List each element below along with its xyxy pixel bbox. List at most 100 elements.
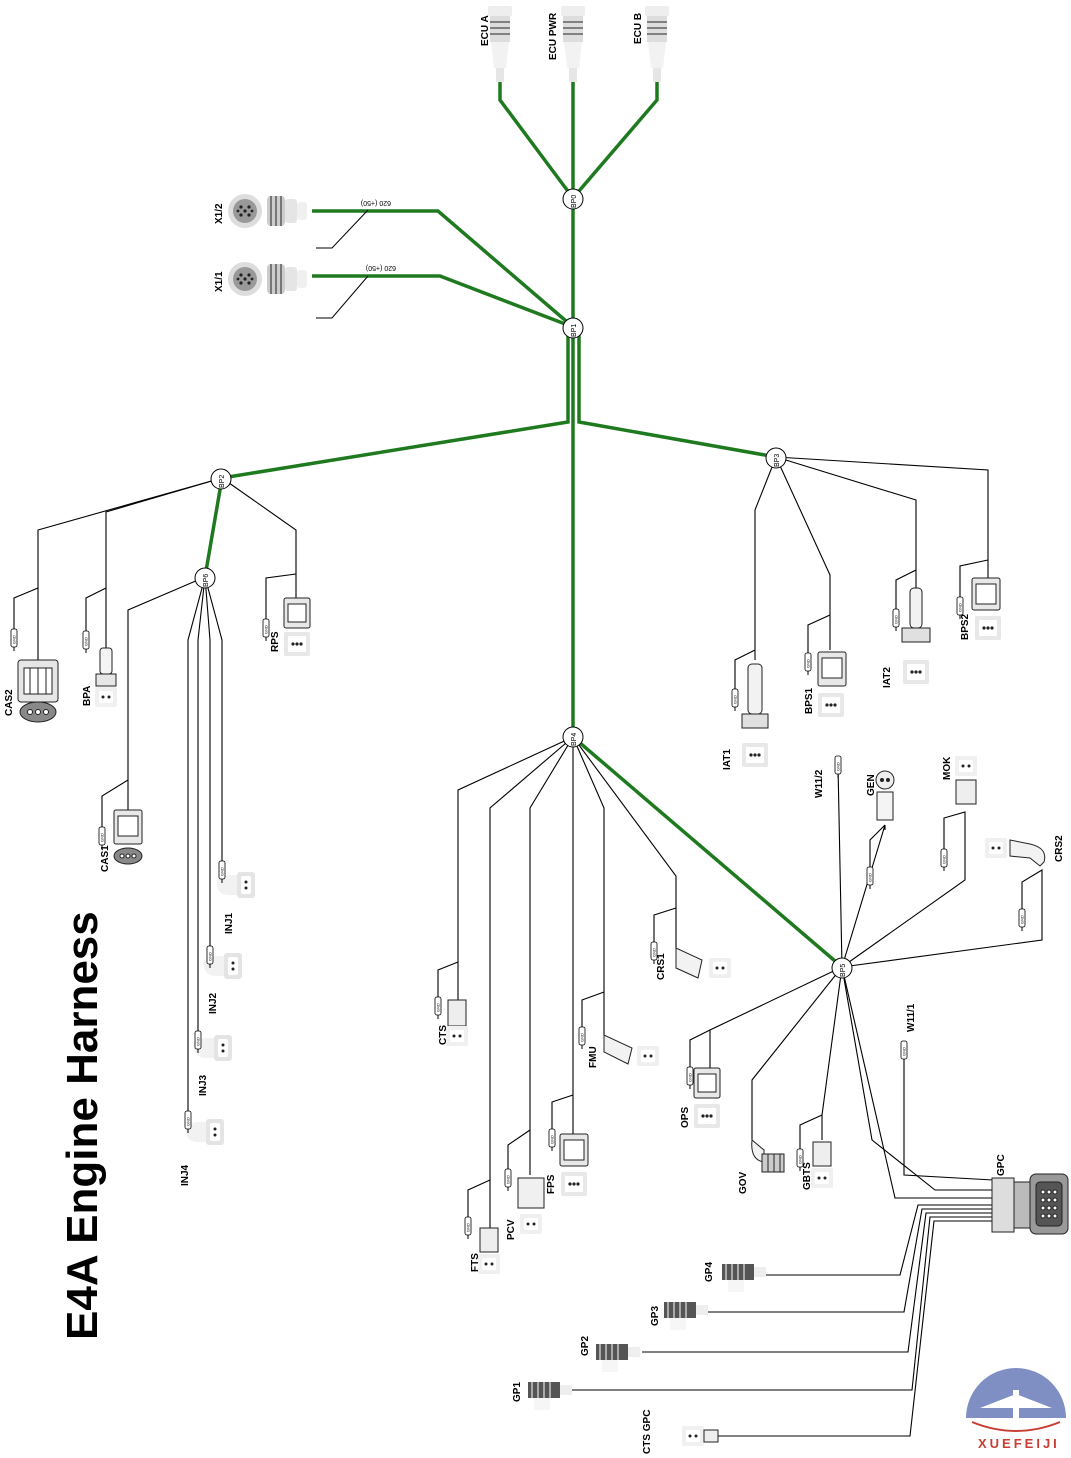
main-trunk: [203, 80, 844, 969]
gp3-connector: GP3: [650, 1301, 709, 1331]
ground-tag-label: GND: [186, 1117, 191, 1126]
ecu-b-connector: ECU B: [633, 5, 670, 83]
x1-1-label: X1/1: [214, 271, 225, 292]
gp3-label: GP3: [650, 1306, 661, 1326]
gp1-connector: GP1: [512, 1381, 573, 1411]
ground-tag-label: GND: [958, 603, 963, 612]
ground-tag-label: GND: [196, 1037, 201, 1046]
crs1-label: CRS1: [656, 953, 667, 980]
ground-tag-label: GND: [84, 637, 89, 646]
ground-tag-label: GND: [1020, 915, 1025, 924]
ground-tag-label: GND: [506, 1175, 511, 1184]
fts-connector: FTS: [470, 1227, 500, 1274]
rps-label: RPS: [270, 631, 281, 652]
ecu-pwr-label: ECU PWR: [548, 12, 559, 60]
inj4-label: INJ4: [180, 1164, 191, 1186]
cts-gpc-label: CTS GPC: [642, 1410, 653, 1454]
ecu-a-label: ECU A: [480, 15, 491, 46]
ground-tag-label: GND: [466, 1223, 471, 1232]
pcv-connector: PCV: [506, 1177, 545, 1240]
gbts-connector: GBTS: [802, 1141, 833, 1190]
ground-tag-label: GND: [100, 833, 105, 842]
x1-2-wire-label: 620 (+50): [361, 199, 391, 206]
bp1-label: BP1: [571, 324, 578, 337]
gp1-label: GP1: [512, 1382, 523, 1402]
ground-tag-label: GND: [894, 615, 899, 624]
branch-point-bp4: BP4: [562, 726, 584, 748]
pcv-label: PCV: [506, 1219, 517, 1240]
ops-connector: OPS: [680, 1067, 721, 1128]
bpa-label: BPA: [82, 686, 93, 706]
gpc-label: GPC: [996, 1154, 1007, 1176]
ground-tag-label: GND: [902, 1047, 907, 1056]
ground-tag-label: GND: [220, 867, 225, 876]
mok-label: MOK: [942, 756, 953, 780]
inj3-connector: INJ3: [193, 1035, 232, 1096]
ground-tag-label: GND: [836, 762, 841, 771]
bp5-label: BP5: [840, 964, 847, 977]
cas2-connector: CAS2: [4, 659, 59, 723]
crs1-connector: CRS1: [656, 947, 731, 980]
w11-1-connector: W11/1: [906, 1003, 917, 1032]
inj4-connector: INJ4: [180, 1119, 224, 1186]
crs2-label: CRS2: [1054, 835, 1065, 862]
ground-tag-label: GND: [688, 1073, 693, 1082]
cas2-label: CAS2: [4, 689, 15, 716]
gov-connector: GOV: [738, 1139, 785, 1194]
bps1-label: BPS1: [804, 687, 815, 714]
branch-point-bp5: BP5: [831, 957, 853, 979]
inj1-label: INJ1: [224, 912, 235, 934]
x1-2-label: X1/2: [214, 203, 225, 224]
rps-connector: RPS: [270, 597, 311, 656]
gov-label: GOV: [738, 1171, 749, 1194]
fts-label: FTS: [470, 1253, 481, 1272]
ground-tag-label: GND: [806, 659, 811, 668]
gpc-connector: GPC: [991, 1154, 1069, 1235]
ground-tag-label: GND: [580, 1033, 585, 1042]
ground-tag-label: GND: [436, 1003, 441, 1012]
inj2-label: INJ2: [208, 992, 219, 1014]
x1-2-connector: X1/2 620 (+50): [214, 193, 391, 229]
cas1-label: CAS1: [100, 845, 111, 872]
cts-label: CTS: [438, 1025, 449, 1045]
iat2-label: IAT2: [882, 667, 893, 688]
bp3-label: BP3: [774, 454, 781, 467]
ground-tag-label: GND: [868, 873, 873, 882]
gp2-connector: GP2: [580, 1336, 641, 1373]
x1-1-wire-label: 620 (+50): [366, 264, 396, 271]
gp4-label: GP4: [704, 1262, 715, 1282]
bps2-connector: BPS2: [960, 577, 1001, 640]
inj2-connector: INJ2: [203, 953, 242, 1014]
ecu-pwr-connector: ECU PWR: [548, 5, 586, 83]
crs2-connector: CRS2: [985, 835, 1065, 867]
ground-tag-label: GND: [264, 625, 269, 634]
gp4-connector: GP4: [704, 1262, 767, 1293]
ground-tag-label: GND: [798, 1155, 803, 1164]
mok-connector: MOK: [942, 756, 977, 805]
signal-wires: [13, 209, 1043, 1437]
bp2-label: BP2: [219, 475, 226, 488]
ground-tag-label: GND: [12, 635, 17, 644]
bp0-label: BP0: [571, 195, 578, 208]
fps-label: FPS: [546, 1174, 557, 1194]
fmu-connector: FMU: [588, 1034, 659, 1068]
branch-point-bp0: BP0: [562, 188, 584, 210]
cas1-connector: CAS1: [100, 809, 143, 872]
bp6-label: BP6: [203, 574, 210, 587]
branch-point-bp3: BP3: [765, 447, 787, 469]
logo-text: XUEFEIJI: [978, 1436, 1060, 1451]
iat1-connector: IAT1: [722, 663, 769, 770]
xuefeiji-logo: XUEFEIJI: [966, 1368, 1066, 1451]
ground-tag-label: GND: [208, 952, 213, 961]
iat2-connector: IAT2: [882, 587, 931, 688]
branch-point-bp6: BP6: [194, 567, 216, 589]
inj3-label: INJ3: [198, 1074, 209, 1096]
fmu-label: FMU: [588, 1046, 599, 1068]
ground-tag-label: GND: [550, 1135, 555, 1144]
fps-connector: FPS: [546, 1133, 589, 1196]
x1-1-connector: X1/1 620 (+50): [214, 261, 396, 297]
iat1-label: IAT1: [722, 749, 733, 770]
ecu-a-connector: ECU A: [480, 5, 513, 83]
